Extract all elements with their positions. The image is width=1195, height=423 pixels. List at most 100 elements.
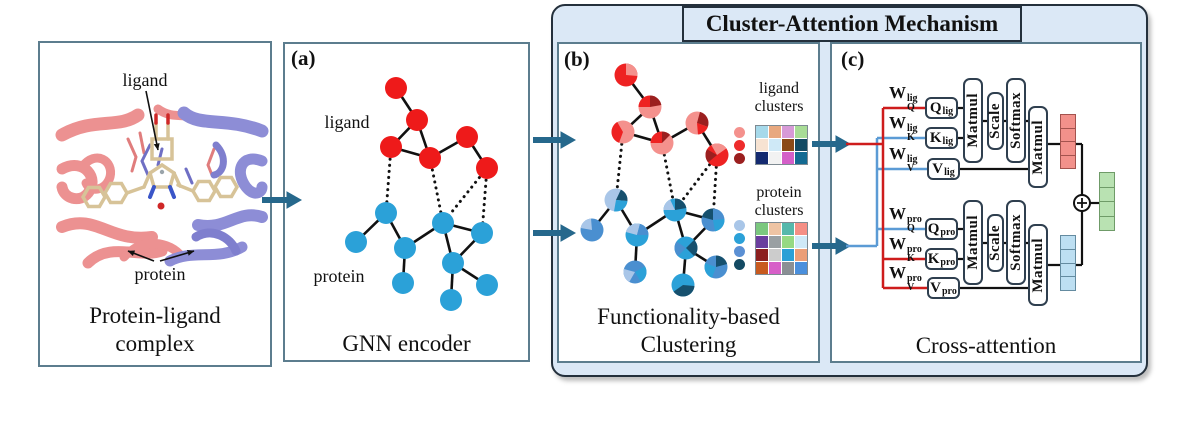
ligand-annotation-arrow <box>145 90 160 151</box>
interaction-edge <box>673 153 719 212</box>
graph-node <box>380 136 402 158</box>
attention-connectors <box>958 106 1099 290</box>
cluster-cell <box>782 236 794 248</box>
cluster-cell <box>756 249 768 261</box>
matmul2-box-pro: Matmul <box>1028 224 1048 306</box>
graph-node <box>432 212 454 234</box>
cluster-cell <box>782 223 794 235</box>
graph-node <box>701 208 725 232</box>
graph-a-protein-label: protein <box>313 266 365 286</box>
interaction-edge <box>384 145 393 215</box>
arrow-a-to-b-protein <box>533 224 577 242</box>
vector-cell <box>1060 235 1076 250</box>
graph-node <box>604 188 628 212</box>
graph-node <box>476 157 498 179</box>
protein-ligand-image <box>55 104 269 269</box>
cluster-cell <box>782 152 794 164</box>
ligand-output-vector <box>1060 114 1076 169</box>
arrow-complex-to-a <box>262 191 303 209</box>
cluster-cell <box>795 126 807 138</box>
vector-cell <box>1060 114 1076 129</box>
interaction-edge <box>441 166 489 225</box>
graph-node <box>650 131 674 155</box>
cluster-dot <box>734 259 745 270</box>
vector-cell <box>1099 186 1115 202</box>
title-box: Cluster-Attention Mechanism <box>682 6 1022 42</box>
graph-node <box>442 252 464 274</box>
protein-annotation-arrows <box>127 249 195 262</box>
arrow-protein-clusters-to-c <box>812 237 852 255</box>
vector-cell <box>1060 248 1076 264</box>
cross-attention-caption: Cross-attention <box>915 333 1057 358</box>
cluster-dot <box>734 127 745 138</box>
cluster-cell <box>795 249 807 261</box>
interaction-edge <box>428 156 445 225</box>
cluster-cell <box>756 139 768 151</box>
panel-c-letter: (c) <box>841 47 865 71</box>
panel-b-letter: (b) <box>564 47 590 71</box>
cluster-cell <box>782 139 794 151</box>
combined-output-vector <box>1099 172 1115 231</box>
scale-box-lig: Scale <box>987 92 1004 150</box>
vector-cell <box>1060 127 1076 142</box>
graph-node <box>456 126 478 148</box>
gnn-graph <box>345 77 498 311</box>
graph-node <box>663 198 687 222</box>
matmul-box-pro: Matmul <box>963 200 983 285</box>
graph-node <box>623 260 647 284</box>
cluster-cell <box>795 139 807 151</box>
graph-node <box>471 222 493 244</box>
panel-gnn-encoder <box>283 42 530 362</box>
cluster-cell <box>756 262 768 274</box>
gnn-caption: GNN encoder <box>342 331 471 356</box>
protein-clusters-label: protein clusters <box>754 184 804 219</box>
matmul-box-lig: Matmul <box>963 78 983 163</box>
protein-annotation-label: protein <box>134 264 186 284</box>
graph-node <box>685 111 709 135</box>
ligand-cluster-dots <box>734 127 745 164</box>
softmax-box-pro: Softmax <box>1006 200 1026 285</box>
protein-cluster-dots <box>734 220 745 270</box>
graph-a-ligand-label: ligand <box>324 112 370 132</box>
vector-cell <box>1060 262 1076 278</box>
cluster-dot <box>734 246 745 257</box>
cluster-cell <box>795 262 807 274</box>
ligand-cluster-grid <box>755 125 808 165</box>
cluster-cell <box>795 236 807 248</box>
cluster-cell <box>795 152 807 164</box>
cluster-cell <box>769 152 781 164</box>
graph-node <box>614 63 638 87</box>
cluster-cell <box>756 236 768 248</box>
graph-node <box>671 273 695 297</box>
cluster-cell <box>756 223 768 235</box>
vector-cell <box>1099 215 1115 231</box>
arrow-a-to-b-ligand <box>533 131 577 149</box>
cluster-cell <box>756 126 768 138</box>
graph-node <box>611 120 635 144</box>
cluster-cell <box>769 249 781 261</box>
cluster-cell <box>769 126 781 138</box>
graph-node <box>704 255 728 279</box>
graph-node <box>476 274 498 296</box>
softmax-box-lig: Softmax <box>1006 78 1026 163</box>
graph-node <box>705 143 729 167</box>
arrow-ligand-clusters-to-c <box>812 135 852 153</box>
panel-a-letter: (a) <box>291 46 316 70</box>
vector-cell <box>1099 172 1115 188</box>
sum-icon <box>1073 194 1091 212</box>
graph-node <box>419 147 441 169</box>
clustered-graph <box>580 63 729 297</box>
clustering-caption: Functionality-based Clustering <box>597 304 780 357</box>
panel-clustering <box>557 42 820 363</box>
graph-node <box>385 77 407 99</box>
